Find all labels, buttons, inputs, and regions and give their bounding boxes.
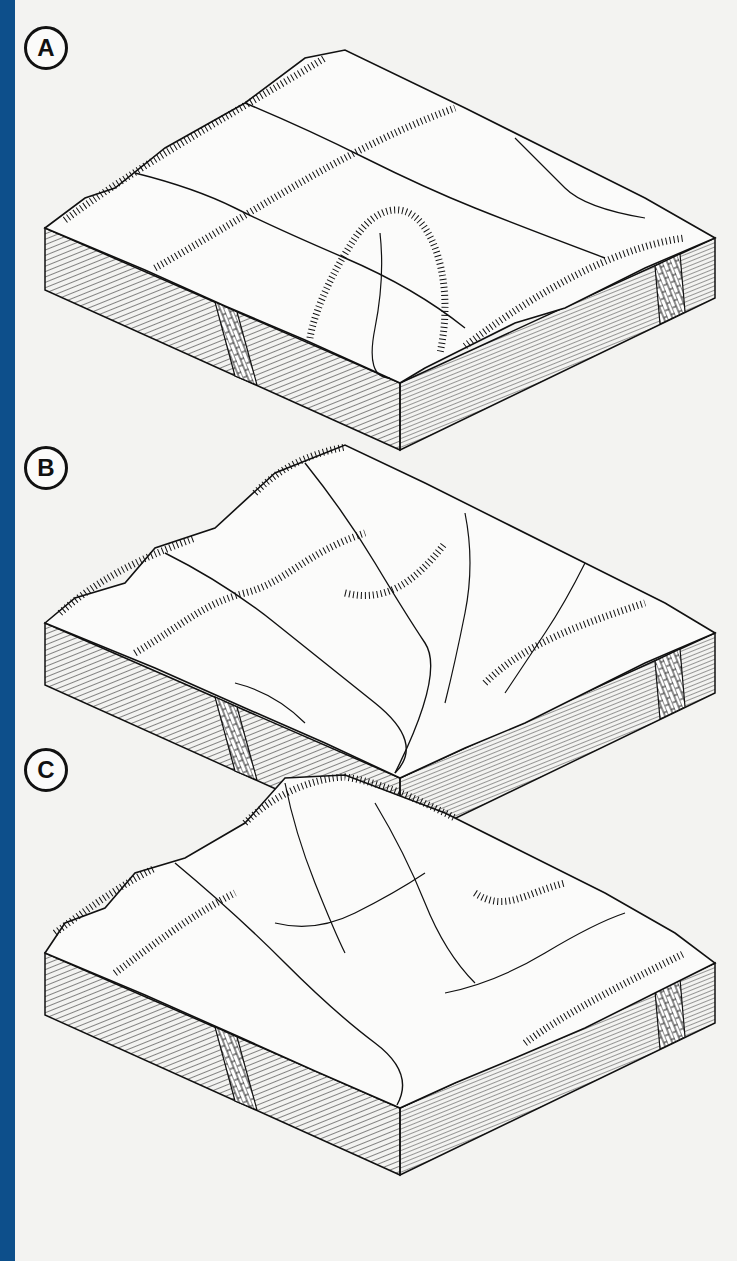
stream xyxy=(165,553,406,773)
scarp xyxy=(55,868,155,933)
scarp xyxy=(485,603,645,683)
block-b xyxy=(45,445,715,845)
scarp xyxy=(155,108,455,268)
basin-rim xyxy=(310,210,445,353)
label-circle: C xyxy=(24,748,68,792)
stream xyxy=(235,683,305,723)
stream xyxy=(372,233,390,378)
stream xyxy=(515,138,645,218)
stream xyxy=(175,863,403,1105)
scarp xyxy=(525,953,685,1043)
scarp xyxy=(255,447,345,493)
scarp xyxy=(475,883,565,902)
panel-letter: A xyxy=(37,36,54,60)
scarp xyxy=(60,538,195,613)
panel-letter: C xyxy=(37,758,54,782)
label-circle: A xyxy=(24,26,68,70)
stream xyxy=(275,873,425,926)
block-a xyxy=(45,50,715,450)
land-surface xyxy=(45,445,715,778)
land-surface xyxy=(45,50,715,383)
label-circle: B xyxy=(24,446,68,490)
panel-letter: B xyxy=(37,456,54,480)
stream xyxy=(285,783,345,953)
stream xyxy=(445,913,625,993)
stream xyxy=(245,103,605,258)
scarp xyxy=(115,893,235,973)
stream xyxy=(505,563,585,693)
border-strip xyxy=(0,0,15,1261)
scarp xyxy=(345,543,445,596)
stream xyxy=(375,803,475,983)
stream xyxy=(445,513,470,703)
scarp xyxy=(245,777,455,823)
stream xyxy=(305,463,431,773)
land-surface xyxy=(45,775,715,1108)
scarp xyxy=(135,533,365,653)
scarp xyxy=(65,58,325,220)
scarp xyxy=(465,238,685,346)
stream xyxy=(135,173,465,328)
block-c xyxy=(45,775,715,1175)
